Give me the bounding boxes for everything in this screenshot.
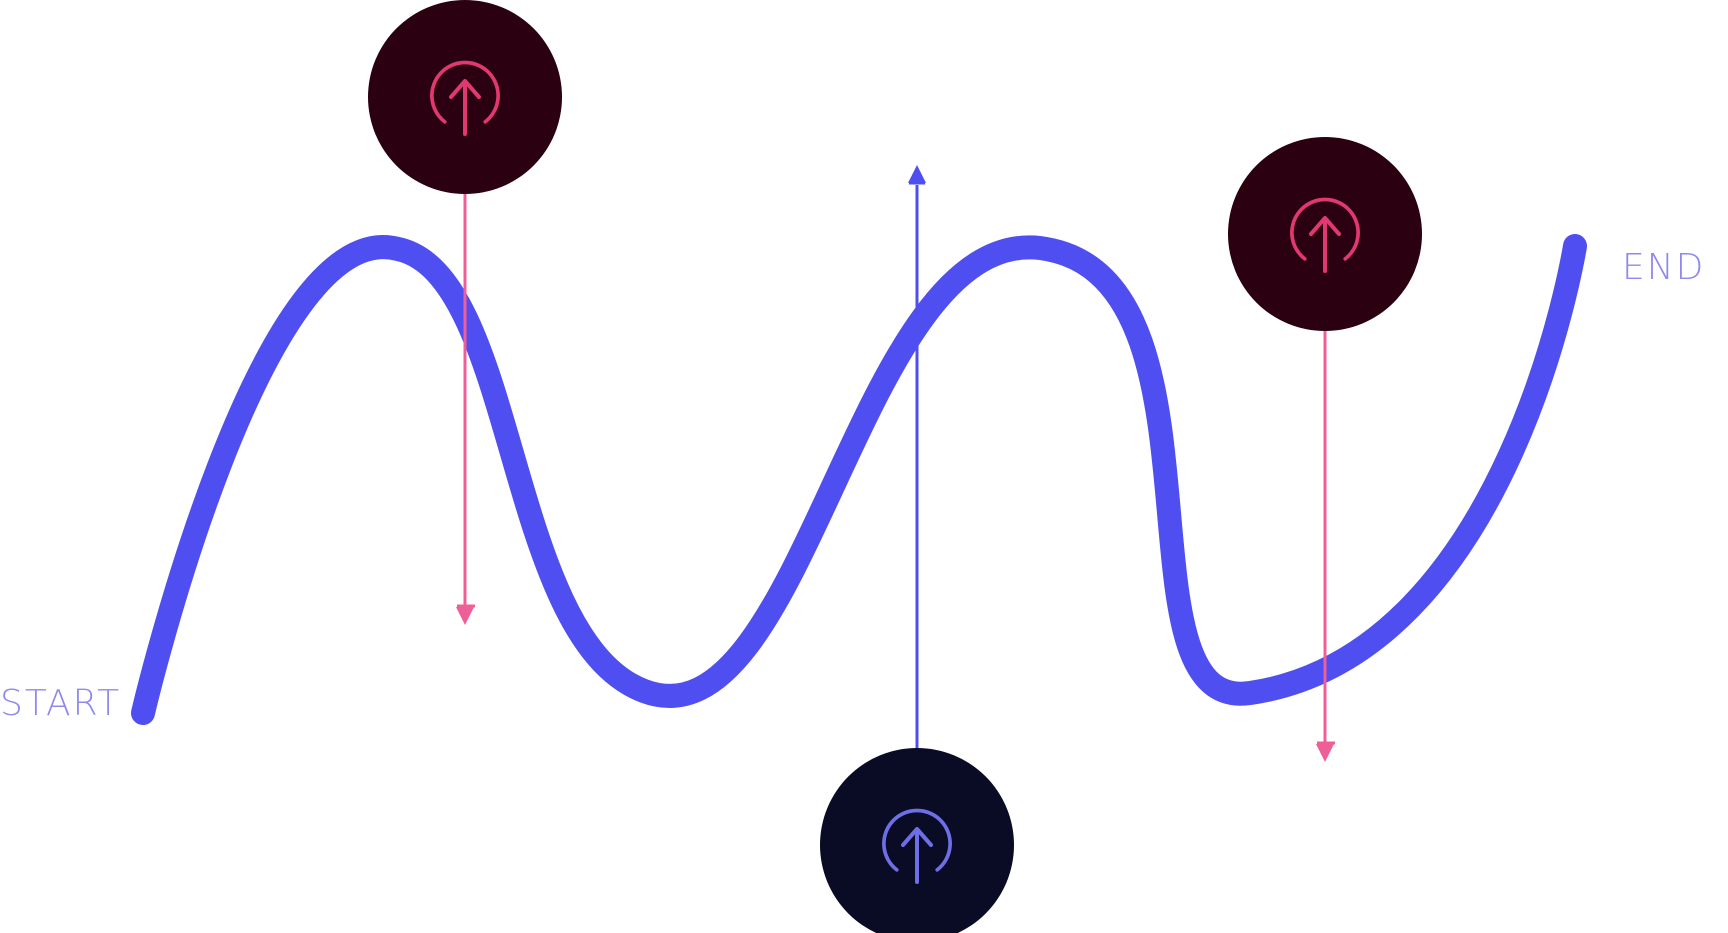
node-valley — [820, 748, 1014, 933]
end-label: END — [1622, 247, 1705, 288]
down-arrow-1 — [456, 190, 475, 625]
node-peak-2 — [1228, 137, 1422, 331]
up-arrow — [908, 165, 926, 750]
power-up-icon — [1290, 197, 1360, 273]
node-peak-1 — [368, 0, 562, 194]
down-arrow-2 — [1316, 328, 1335, 762]
wave-path — [131, 234, 1587, 725]
power-up-icon — [882, 808, 952, 884]
power-up-icon — [430, 60, 500, 136]
start-label: START — [0, 683, 121, 724]
